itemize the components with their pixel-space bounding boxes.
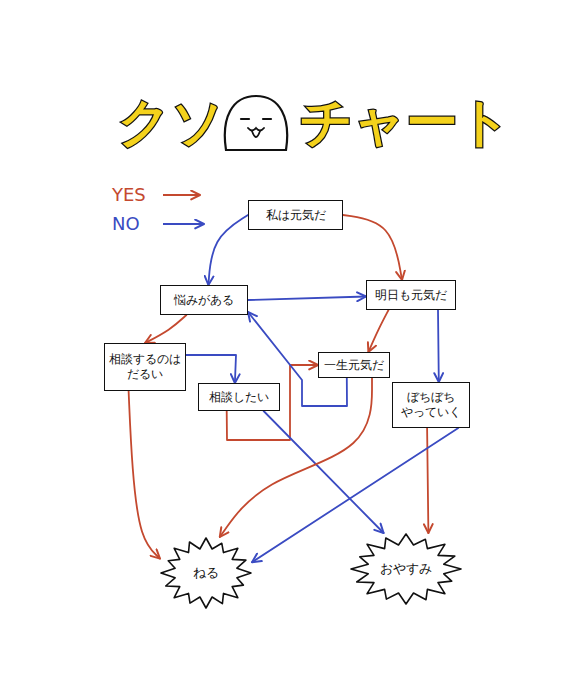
node-label: ねる (190, 563, 222, 583)
question-box: 相談したい (198, 383, 280, 411)
node-label: 私は元気だ (263, 206, 329, 225)
node-label: おやすみ (377, 559, 435, 579)
legend-entry: YES (112, 186, 146, 204)
flow-arrow (437, 310, 440, 382)
flow-arrow (248, 297, 366, 301)
flow-arrow (186, 355, 236, 383)
chart-title: クソ チャート (118, 96, 511, 148)
legend-no-arrow (163, 223, 204, 225)
legend-label: YES (112, 184, 146, 205)
question-box: 相談するのは だるい (104, 343, 186, 391)
question-box: 悩みがある (160, 285, 248, 315)
burst-polygon (161, 538, 251, 608)
question-box: 明日も元気だ (366, 280, 456, 310)
node-label: 相談するのは だるい (105, 350, 185, 384)
flow-arrow (264, 411, 384, 533)
flow-arrow (343, 215, 402, 280)
legend-label: NO (112, 213, 140, 234)
flow-arrow (145, 315, 186, 343)
flow-arrow (129, 391, 160, 559)
node-label: 一生元気だ (321, 356, 387, 375)
flow-arrow (252, 428, 458, 562)
burst-polygon (351, 534, 461, 604)
flow-arrow (427, 428, 428, 533)
question-box: 私は元気だ (248, 200, 343, 230)
node-label: 明日も元気だ (372, 286, 450, 305)
flow-arrow (368, 310, 388, 352)
flow-arrow (208, 215, 248, 285)
node-label: 悩みがある (171, 291, 237, 310)
node-label: 相談したい (206, 388, 272, 407)
legend-entry: NO (112, 215, 140, 233)
end-burst: おやすみ (350, 533, 462, 605)
question-box: 一生元気だ (318, 352, 390, 378)
end-burst: ねる (160, 537, 252, 609)
question-box: ぼちぼち やっていく (392, 382, 470, 428)
node-label: ぼちぼち やっていく (393, 388, 469, 422)
legend-yes-arrow (163, 194, 200, 196)
